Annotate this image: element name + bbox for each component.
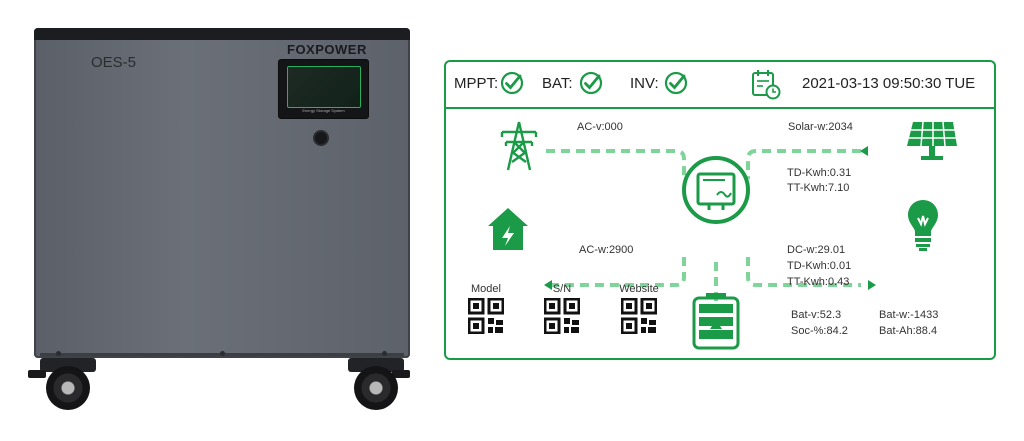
solar-flow-line (746, 149, 861, 179)
cabinet-lid (34, 28, 410, 40)
load-flow-line (746, 257, 861, 287)
datetime-display: 2021-03-13 09:50:30 TUE (802, 75, 976, 92)
solar-today-kwh: TD-Kwh:0.31 (787, 167, 852, 179)
dc-output-power: DC-w:29.01 (787, 244, 846, 256)
battery-power: Bat-w:-1433 (879, 309, 939, 321)
battery-icon (692, 293, 740, 350)
qr-code-icon[interactable] (544, 298, 580, 334)
caster-mount-left (40, 358, 96, 372)
check-icon (500, 71, 524, 95)
arrow-left-icon (544, 280, 552, 290)
bat-label: BAT: (542, 75, 573, 92)
lcd-caption: Energy Storage System (302, 108, 345, 113)
power-button (313, 130, 329, 146)
brand-logo: FOXPOWER (287, 42, 367, 57)
battery-voltage: Bat-v:52.3 (791, 309, 842, 321)
qr-code-icon[interactable] (621, 298, 657, 334)
mppt-label: MPPT: (454, 75, 499, 92)
energy-storage-unit-photo: OES-5 FOXPOWER Energy Storage System (28, 28, 410, 410)
inv-label: INV: (630, 75, 659, 92)
qr-code-icon[interactable] (468, 298, 504, 334)
battery-amp-hours: Bat-Ah:88.4 (879, 325, 938, 337)
arrow-left-icon (860, 146, 868, 156)
lcd-status-panel: MPPT: BAT: INV: 2021-03-13 09:50:30 TUE (444, 60, 996, 360)
ac-output-power: AC-w:2900 (579, 244, 634, 256)
transmission-tower-icon (500, 121, 538, 171)
unit-lcd-display: Energy Storage System (278, 59, 369, 119)
qr-label-model: Model (471, 283, 501, 295)
qr-label-serial: S/N (552, 283, 572, 295)
rivet (56, 351, 61, 356)
dc-today-kwh: TD-Kwh:0.01 (787, 260, 852, 272)
home-flow-line (546, 257, 686, 287)
solar-total-kwh: TT-Kwh:7.10 (787, 182, 850, 194)
solar-power: Solar-w:2034 (788, 121, 853, 133)
grid-flow-line (546, 149, 686, 179)
model-label: OES-5 (91, 54, 137, 71)
power-flow-lines (544, 146, 876, 329)
caster-brake-left (28, 370, 46, 378)
arrow-right-icon (868, 280, 876, 290)
caster-wheel-left (46, 366, 90, 410)
status-bar: MPPT: BAT: INV: 2021-03-13 09:50:30 TUE (446, 62, 994, 109)
lightbulb-icon (908, 200, 938, 251)
check-icon (664, 71, 688, 95)
rivet (382, 351, 387, 356)
caster-mount-right (348, 358, 404, 372)
home-icon (488, 208, 528, 250)
dc-total-kwh: TT-Kwh:0.43 (787, 276, 850, 288)
unit-lcd-screen (287, 66, 361, 108)
rivet (220, 351, 225, 356)
calendar-clock-icon (752, 70, 781, 100)
inverter-icon (682, 156, 750, 224)
caster-brake-right (392, 370, 410, 378)
check-icon (579, 71, 603, 95)
caster-wheel-right (354, 366, 398, 410)
grid-voltage: AC-v:000 (577, 121, 623, 133)
solar-panel-icon (907, 121, 957, 160)
qr-label-website: Website (619, 283, 659, 295)
battery-soc: Soc-%:84.2 (791, 325, 848, 337)
